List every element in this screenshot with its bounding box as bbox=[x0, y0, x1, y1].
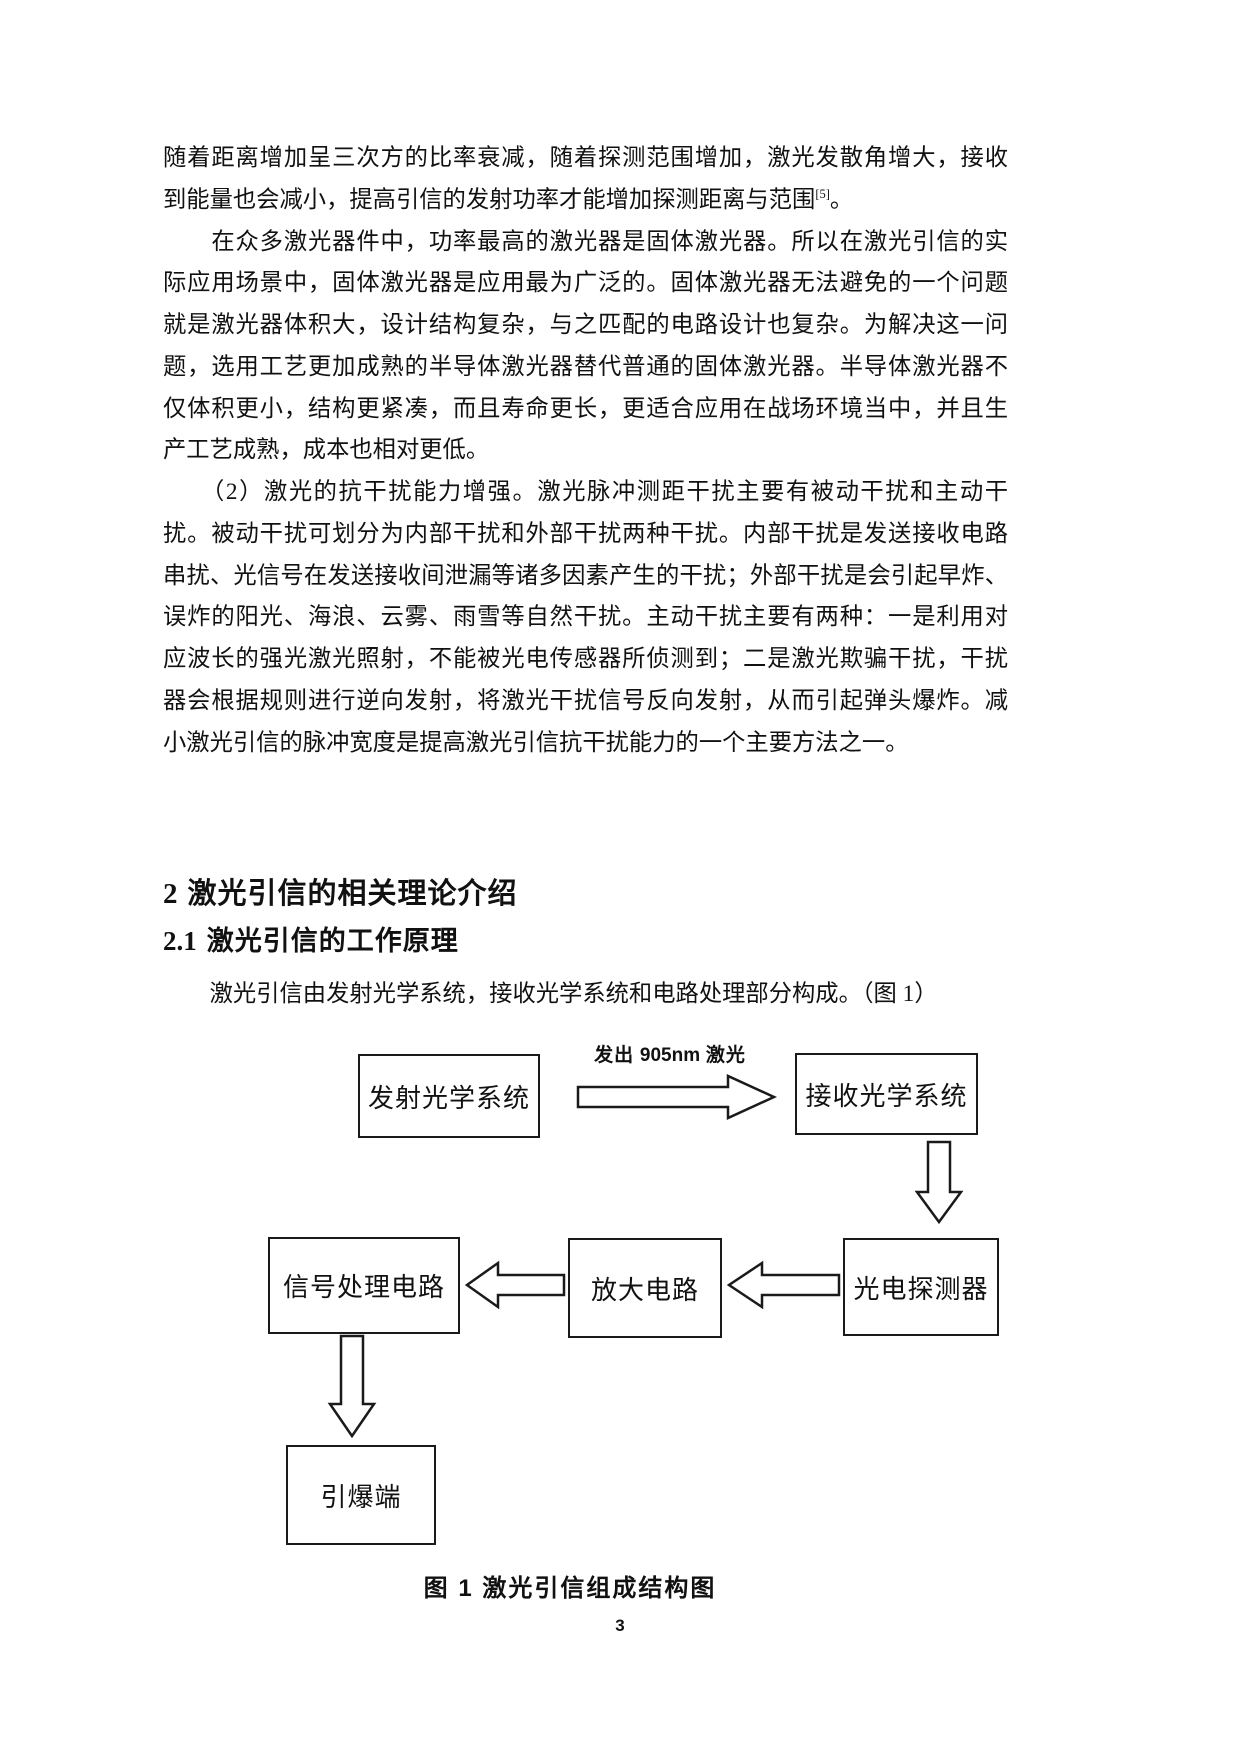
body-line: 器会根据规则进行逆向发射，将激光干扰信号反向发射，从而引起弹头爆炸。减 bbox=[163, 687, 1008, 714]
paragraph-solid-state-laser: 在众多激光器件中，功率最高的激光器是固体激光器。所以在激光引信的实际应用场景中，… bbox=[163, 222, 1008, 473]
body-line: （2）激光的抗干扰能力增强。激光脉冲测距干扰主要有被动干扰和主动干 bbox=[163, 479, 1008, 505]
body-line: 误炸的阳光、海浪、云雾、雨雪等自然干扰。主动干扰主要有两种：一是利用对 bbox=[163, 604, 1008, 631]
diagram-arrow-label-905nm: 发出 905nm 激光 bbox=[545, 1040, 795, 1067]
section-number: 2.1 bbox=[163, 926, 197, 957]
citation-marker: [5] bbox=[815, 186, 830, 201]
paragraph-detection-range: 随着距离增加呈三次方的比率衰减，随着探测范围增加，激光发散角增大，接收 到能量也… bbox=[163, 138, 1008, 222]
diagram-box-photodetector: 光电探测器 bbox=[843, 1238, 999, 1336]
body-text: 随着距离增加呈三次方的比率衰减，随着探测范围增加，激光发散角增大，接收 到能量也… bbox=[163, 138, 1008, 1016]
body-line: 产工艺成熟，成本也相对更低。 bbox=[163, 437, 490, 464]
body-line: 在众多激光器件中，功率最高的激光器是固体激光器。所以在激光引信的实 bbox=[163, 228, 1008, 255]
body-text-run: 。 bbox=[829, 186, 854, 213]
body-line: 应波长的强光激光照射，不能被光电传感器所侦测到；二是激光欺骗干扰，干扰 bbox=[163, 646, 1008, 672]
body-line: 就是激光器体积大，设计结构复杂，与之匹配的电路设计也复杂。为解决这一问 bbox=[163, 312, 1008, 338]
left-arrow-icon bbox=[462, 1256, 566, 1314]
body-line: 题，选用工艺更加成熟的半导体激光器替代普通的固体激光器。半导体激光器不 bbox=[163, 353, 1008, 380]
body-line: 扰。被动干扰可划分为内部干扰和外部干扰两种干扰。内部干扰是发送接收电路 bbox=[163, 520, 1008, 547]
body-text-run: 到能量也会减小，提高引信的发射功率才能增加探测距离与范围 bbox=[163, 186, 816, 213]
section-title: 激光引信的相关理论介绍 bbox=[187, 878, 518, 911]
section-heading-2-1: 2.1 激光引信的工作原理 bbox=[163, 918, 1008, 964]
body-line: 际应用场景中，固体激光器是应用最为广泛的。固体激光器无法避免的一个问题 bbox=[163, 270, 1008, 297]
paragraph-figure-intro: 激光引信由发射光学系统，接收光学系统和电路处理部分构成。（图 1） bbox=[163, 981, 938, 1008]
section-number: 2 bbox=[163, 878, 178, 911]
diagram-box-signal-processing: 信号处理电路 bbox=[268, 1237, 460, 1334]
body-line: 到能量也会减小，提高引信的发射功率才能增加探测距离与范围[5]。 bbox=[163, 180, 1008, 222]
diagram-box-amplifier: 放大电路 bbox=[568, 1238, 722, 1338]
section-heading-2: 2 激光引信的相关理论介绍 bbox=[163, 870, 1008, 918]
diagram-box-transmit-optics: 发射光学系统 bbox=[358, 1054, 540, 1138]
body-line: 随着距离增加呈三次方的比率衰减，随着探测范围增加，激光发散角增大，接收 bbox=[163, 145, 1008, 171]
diagram-box-detonator: 引爆端 bbox=[286, 1445, 436, 1545]
section-title: 激光引信的工作原理 bbox=[206, 926, 459, 957]
body-line: 串扰、光信号在发送接收间泄漏等诸多因素产生的干扰；外部干扰是会引起早炸、 bbox=[163, 562, 1008, 589]
label-text: 发出 bbox=[594, 1045, 640, 1066]
page-number: 3 bbox=[615, 1616, 625, 1635]
paragraph-anti-jamming: （2）激光的抗干扰能力增强。激光脉冲测距干扰主要有被动干扰和主动干扰。被动干扰可… bbox=[163, 472, 1008, 764]
left-arrow-icon bbox=[724, 1256, 841, 1314]
down-arrow-icon bbox=[905, 1140, 971, 1226]
label-wavelength: 905nm bbox=[639, 1045, 701, 1066]
figure-1-diagram: 发射光学系统 发出 905nm 激光 接收光学系统 光电探测器 放大电路 信号 bbox=[0, 1040, 1240, 1680]
body-line: 仅体积更小，结构更紧凑，而且寿命更长，更适合应用在战场环境当中，并且生 bbox=[163, 395, 1008, 422]
figure-caption: 图 1 激光引信组成结构图 bbox=[423, 1575, 717, 1602]
diagram-box-receive-optics: 接收光学系统 bbox=[795, 1053, 978, 1135]
right-arrow-icon bbox=[576, 1072, 778, 1122]
down-arrow-icon bbox=[320, 1334, 384, 1440]
body-line: 小激光引信的脉冲宽度是提高激光引信抗干扰能力的一个主要方法之一。 bbox=[163, 729, 909, 756]
label-text: 激光 bbox=[700, 1045, 746, 1066]
